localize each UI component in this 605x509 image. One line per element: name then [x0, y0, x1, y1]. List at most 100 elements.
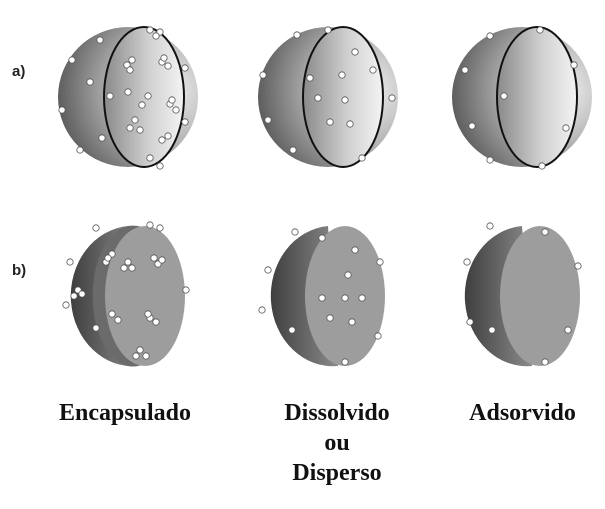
sphere-a-encapsulado: [58, 26, 198, 170]
sphere-a-dissolvido: [258, 26, 398, 168]
hemisphere-b-encapsulado: [62, 221, 190, 367]
cross-section-ellipse: [302, 26, 384, 168]
molecule-dot: [536, 26, 544, 34]
caption-dissolvido-ou-disperso: Dissolvido ou Disperso: [284, 400, 390, 486]
molecule-dot: [562, 124, 570, 132]
molecule-dot: [338, 71, 346, 79]
molecule-dot: [146, 26, 154, 34]
molecule-dot: [181, 118, 189, 126]
molecule-dot: [156, 224, 164, 232]
molecule-dot: [158, 256, 166, 264]
molecule-dot: [86, 78, 94, 86]
molecule-dot: [344, 271, 352, 279]
molecule-dot: [144, 92, 152, 100]
molecule-dot: [466, 318, 474, 326]
molecule-dot: [164, 62, 172, 70]
molecule-dot: [259, 71, 267, 79]
molecule-dot: [131, 116, 139, 124]
molecule-dot: [138, 101, 146, 109]
molecule-dot: [288, 326, 296, 334]
molecule-dot: [106, 92, 114, 100]
molecule-dot: [160, 54, 168, 62]
molecule-dot: [318, 234, 326, 242]
molecule-dot: [358, 154, 366, 162]
caption-encapsulado: Encapsulado: [58, 400, 192, 426]
molecule-dot: [570, 61, 578, 69]
molecule-dot: [463, 258, 471, 266]
molecule-dot: [92, 224, 100, 232]
molecule-dots: [461, 26, 578, 170]
molecule-dot: [144, 310, 152, 318]
molecule-dot: [126, 124, 134, 132]
molecule-dot: [146, 154, 154, 162]
molecule-dot: [486, 32, 494, 40]
molecule-dot: [108, 310, 116, 318]
molecule-dot: [346, 120, 354, 128]
molecule-dot: [500, 92, 508, 100]
molecule-dot: [326, 118, 334, 126]
molecule-dot: [541, 228, 549, 236]
molecule-dot: [132, 352, 140, 360]
hemisphere-b-adsorvido: [463, 222, 582, 367]
molecule-dot: [146, 221, 154, 229]
molecule-dot: [293, 31, 301, 39]
molecule-dot: [461, 66, 469, 74]
molecule-dot: [152, 32, 160, 40]
molecule-dot: [538, 162, 546, 170]
molecule-dot: [142, 352, 150, 360]
molecule-dot: [468, 122, 476, 130]
molecule-dot: [369, 66, 377, 74]
molecule-dot: [376, 258, 384, 266]
molecule-dot: [488, 326, 496, 334]
molecule-dot: [388, 94, 396, 102]
molecule-dot: [104, 254, 112, 262]
molecule-dots: [258, 228, 384, 366]
molecule-dot: [348, 318, 356, 326]
molecule-dot: [289, 146, 297, 154]
molecule-dot: [564, 326, 572, 334]
molecule-dot: [152, 318, 160, 326]
molecule-dot: [541, 358, 549, 366]
molecule-dot: [181, 64, 189, 72]
molecule-dot: [58, 106, 66, 114]
molecule-dot: [136, 126, 144, 134]
molecule-dot: [341, 358, 349, 366]
molecule-dot: [96, 36, 104, 44]
row-label-b: b): [12, 262, 26, 279]
molecule-dot: [574, 262, 582, 270]
molecule-dots: [259, 26, 396, 162]
molecule-dot: [150, 254, 158, 262]
molecule-dot: [114, 316, 122, 324]
molecule-dot: [158, 136, 166, 144]
molecule-dot: [486, 222, 494, 230]
molecule-dot: [258, 306, 266, 314]
molecule-dot: [306, 74, 314, 82]
molecule-dot: [172, 106, 180, 114]
row-label-a: a): [12, 63, 25, 80]
molecule-dot: [324, 26, 332, 34]
molecule-dot: [78, 290, 86, 298]
molecule-dot: [70, 292, 78, 300]
molecule-dot: [62, 301, 70, 309]
molecule-dot: [126, 66, 134, 74]
molecule-dot: [66, 258, 74, 266]
molecule-dots: [62, 221, 190, 360]
molecule-dot: [76, 146, 84, 154]
molecule-dot: [168, 96, 176, 104]
molecule-dot: [136, 346, 144, 354]
molecule-dot: [182, 286, 190, 294]
molecule-dot: [341, 96, 349, 104]
molecule-dot: [264, 266, 272, 274]
molecule-dot: [128, 264, 136, 272]
molecule-dot: [358, 294, 366, 302]
molecule-dot: [264, 116, 272, 124]
molecule-dot: [98, 134, 106, 142]
molecule-dot: [124, 88, 132, 96]
cross-section-ellipse: [496, 26, 578, 168]
molecule-dot: [124, 258, 132, 266]
molecule-dot: [291, 228, 299, 236]
hemisphere-b-dissolvido: [258, 226, 385, 367]
molecule-dot: [314, 94, 322, 102]
molecule-dot: [374, 332, 382, 340]
